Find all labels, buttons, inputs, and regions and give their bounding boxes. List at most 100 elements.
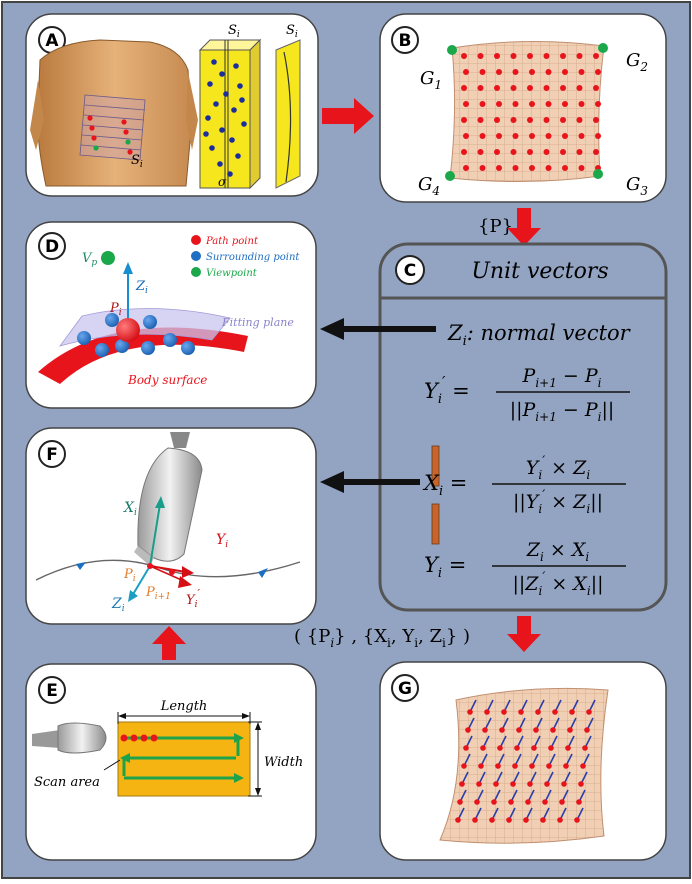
oriented-point <box>495 763 501 769</box>
oriented-point <box>478 763 484 769</box>
oriented-point <box>501 709 507 715</box>
path-point-pi <box>116 318 140 342</box>
oriented-point <box>529 763 535 769</box>
grid-point <box>461 53 467 59</box>
grid-point <box>545 133 552 139</box>
grid-point <box>494 85 500 91</box>
oriented-point <box>552 709 558 715</box>
grid-point <box>562 101 568 107</box>
oriented-point <box>476 781 482 787</box>
grid-point <box>477 117 484 123</box>
grid-point <box>510 85 517 91</box>
grid-point <box>463 69 469 75</box>
orange-bar-1 <box>431 445 440 487</box>
oriented-point <box>527 781 533 787</box>
svg-text:Vp: Vp <box>82 251 97 268</box>
oriented-point <box>465 727 471 733</box>
output-label: ( {Pi} , {Xi, Yi, Zi} ) <box>294 626 470 650</box>
grid-point <box>494 149 500 155</box>
corner-g1 <box>447 45 457 55</box>
grid-point <box>496 133 502 139</box>
oriented-point <box>542 799 548 805</box>
oriented-point <box>518 709 524 715</box>
grid-point <box>527 117 533 123</box>
grid-point <box>496 165 502 171</box>
panel-c-label: C <box>404 261 416 281</box>
grid-point <box>512 165 519 171</box>
svg-text:Path point: Path point <box>205 236 259 247</box>
equation-y: Yi = Zi × Xi ||Zi′ × Xi|| <box>424 539 626 598</box>
oriented-point <box>582 745 588 751</box>
svg-text:Pi+1: Pi+1 <box>145 585 171 602</box>
grid-point <box>461 149 467 155</box>
panel-c-title: Unit vectors <box>471 259 608 284</box>
slice-points <box>203 59 247 177</box>
grid-point <box>463 101 469 107</box>
body-surface-label: Body surface <box>127 373 207 387</box>
grid-point <box>496 101 502 107</box>
grid-point <box>510 53 517 59</box>
fitting-plane-label: Fitting plane <box>221 316 294 329</box>
grid-point <box>527 149 533 155</box>
grid-point <box>512 69 519 75</box>
grid-point <box>578 101 585 107</box>
point-set-label: {P} <box>478 216 513 237</box>
grid-point <box>560 149 566 155</box>
grid-point <box>562 165 568 171</box>
grid-point <box>510 149 517 155</box>
grid-point <box>477 85 484 91</box>
oriented-point <box>493 781 499 787</box>
oriented-surface-mesh <box>439 687 609 844</box>
surrounding-points <box>77 313 195 357</box>
oriented-point <box>489 817 495 823</box>
oriented-point <box>584 727 590 733</box>
oriented-point <box>540 817 546 823</box>
oriented-point <box>544 781 550 787</box>
oriented-point <box>578 781 584 787</box>
grid-point <box>560 85 566 91</box>
oriented-point <box>491 799 497 805</box>
body-surface-shape <box>38 327 248 384</box>
svg-text:||Yi′ × Zi||: ||Yi′ × Zi|| <box>513 488 603 516</box>
oriented-point <box>497 745 503 751</box>
oriented-point <box>559 799 565 805</box>
svg-text:Yi′: Yi′ <box>186 587 200 610</box>
oriented-point <box>550 727 556 733</box>
grid-point <box>461 117 467 123</box>
grid-point <box>496 69 502 75</box>
oriented-point <box>576 799 582 805</box>
oriented-point <box>557 817 563 823</box>
grid-point <box>529 165 535 171</box>
grid-point <box>479 101 486 107</box>
oriented-point <box>565 745 571 751</box>
arrow-a-to-b <box>322 98 374 134</box>
oriented-point <box>455 817 461 823</box>
oriented-point <box>472 817 478 823</box>
fitting-plane-shape <box>58 308 231 347</box>
grid-point <box>595 69 601 75</box>
corner-label-g1: G1 <box>420 68 442 92</box>
grid-point <box>576 117 583 123</box>
oriented-point <box>546 763 552 769</box>
grid-point <box>560 117 566 123</box>
panel-g: G <box>379 661 667 861</box>
oriented-point <box>512 763 518 769</box>
torso-model <box>37 39 193 187</box>
arrow-e-to-f <box>152 626 186 660</box>
grid-point <box>463 165 469 171</box>
panel-f-label: F <box>46 445 58 465</box>
oriented-point <box>548 745 554 751</box>
grid-point <box>543 85 550 91</box>
oriented-point <box>499 727 505 733</box>
panel-b-label: B <box>399 31 412 51</box>
oriented-point <box>523 817 529 823</box>
grid-point <box>545 101 552 107</box>
width-label: Width <box>264 755 303 770</box>
grid-point <box>545 165 552 171</box>
grid-point <box>593 117 599 123</box>
grid-point <box>578 69 585 75</box>
grid-point <box>479 165 486 171</box>
grid-point <box>595 101 601 107</box>
panel-e-label: E <box>46 681 58 701</box>
grid-point <box>512 101 519 107</box>
